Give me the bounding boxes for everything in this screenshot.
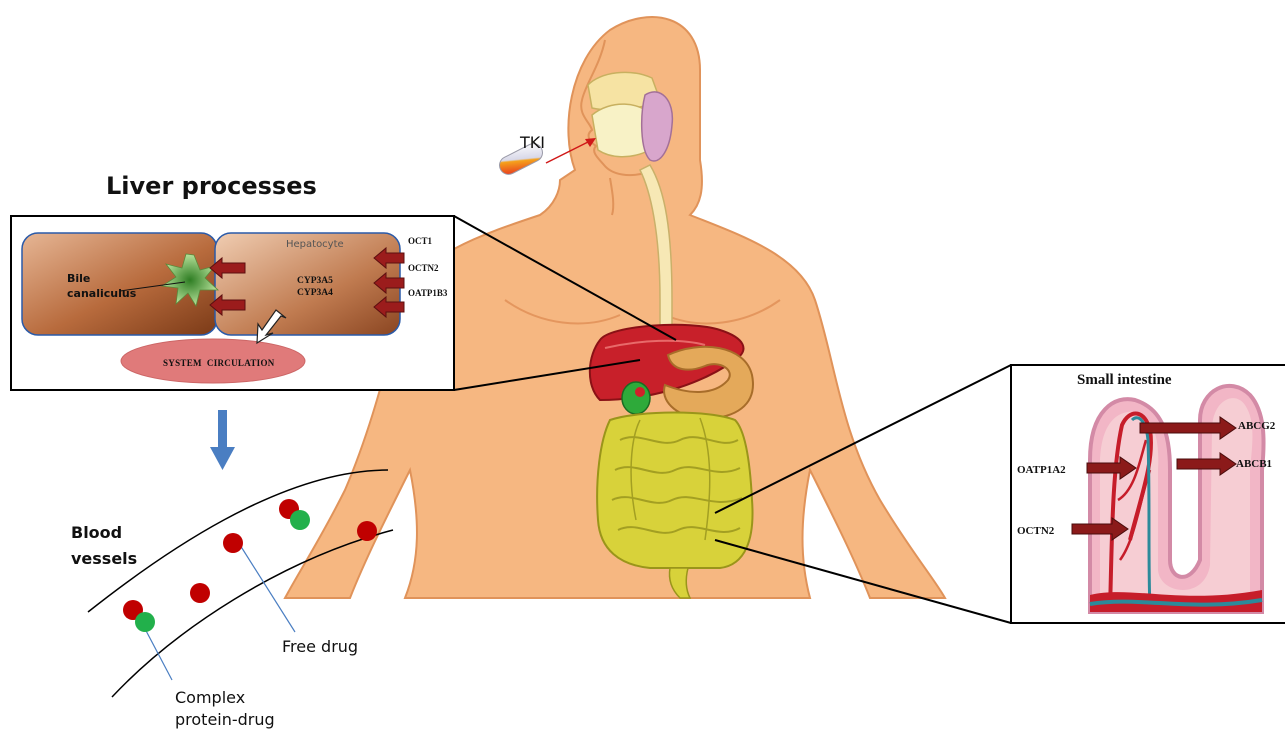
free-drug-dot	[357, 521, 377, 541]
small-intestine-title: Small intestine	[1077, 372, 1172, 389]
bile-label: Bile	[67, 272, 90, 285]
free-drug-label: Free drug	[282, 637, 358, 656]
liver-processes-title: Liver processes	[106, 172, 317, 200]
gallbladder	[622, 382, 650, 414]
oatp1a2-label: OATP1A2	[1017, 464, 1066, 476]
complex-protein-dot	[135, 612, 155, 632]
abcg2-label: ABCG2	[1238, 420, 1275, 432]
oct1-label: OCT1	[408, 236, 432, 246]
complex-pointer	[143, 625, 172, 680]
blood-label: Blood	[71, 523, 122, 542]
oatp1b3-label: OATP1B3	[408, 288, 447, 298]
small-intestine-panel	[1011, 365, 1285, 623]
canaliculus-label: canaliculus	[67, 287, 136, 300]
tki-label: TKI	[520, 133, 545, 152]
liver-octn2-label: OCTN2	[408, 263, 439, 273]
hepatocyte-label: Hepatocyte	[286, 239, 344, 250]
system-circulation-label: SYSTEM CIRCULATION	[163, 358, 275, 368]
free-drug-pointer	[240, 545, 295, 632]
vessels-label: vessels	[71, 549, 137, 568]
free-drug-dot	[190, 583, 210, 603]
free-drug-dot	[223, 533, 243, 553]
complex-label: Complex	[175, 688, 245, 707]
intestine-octn2-label: OCTN2	[1017, 525, 1054, 537]
abcb1-label: ABCB1	[1236, 458, 1272, 470]
cyp3a5-label: CYP3A5	[297, 276, 333, 286]
complex-protein-dot	[290, 510, 310, 530]
cyp3a4-label: CYP3A4	[297, 288, 333, 298]
protein-drug-label: protein-drug	[175, 710, 275, 729]
liver-to-blood-arrow	[210, 410, 235, 470]
